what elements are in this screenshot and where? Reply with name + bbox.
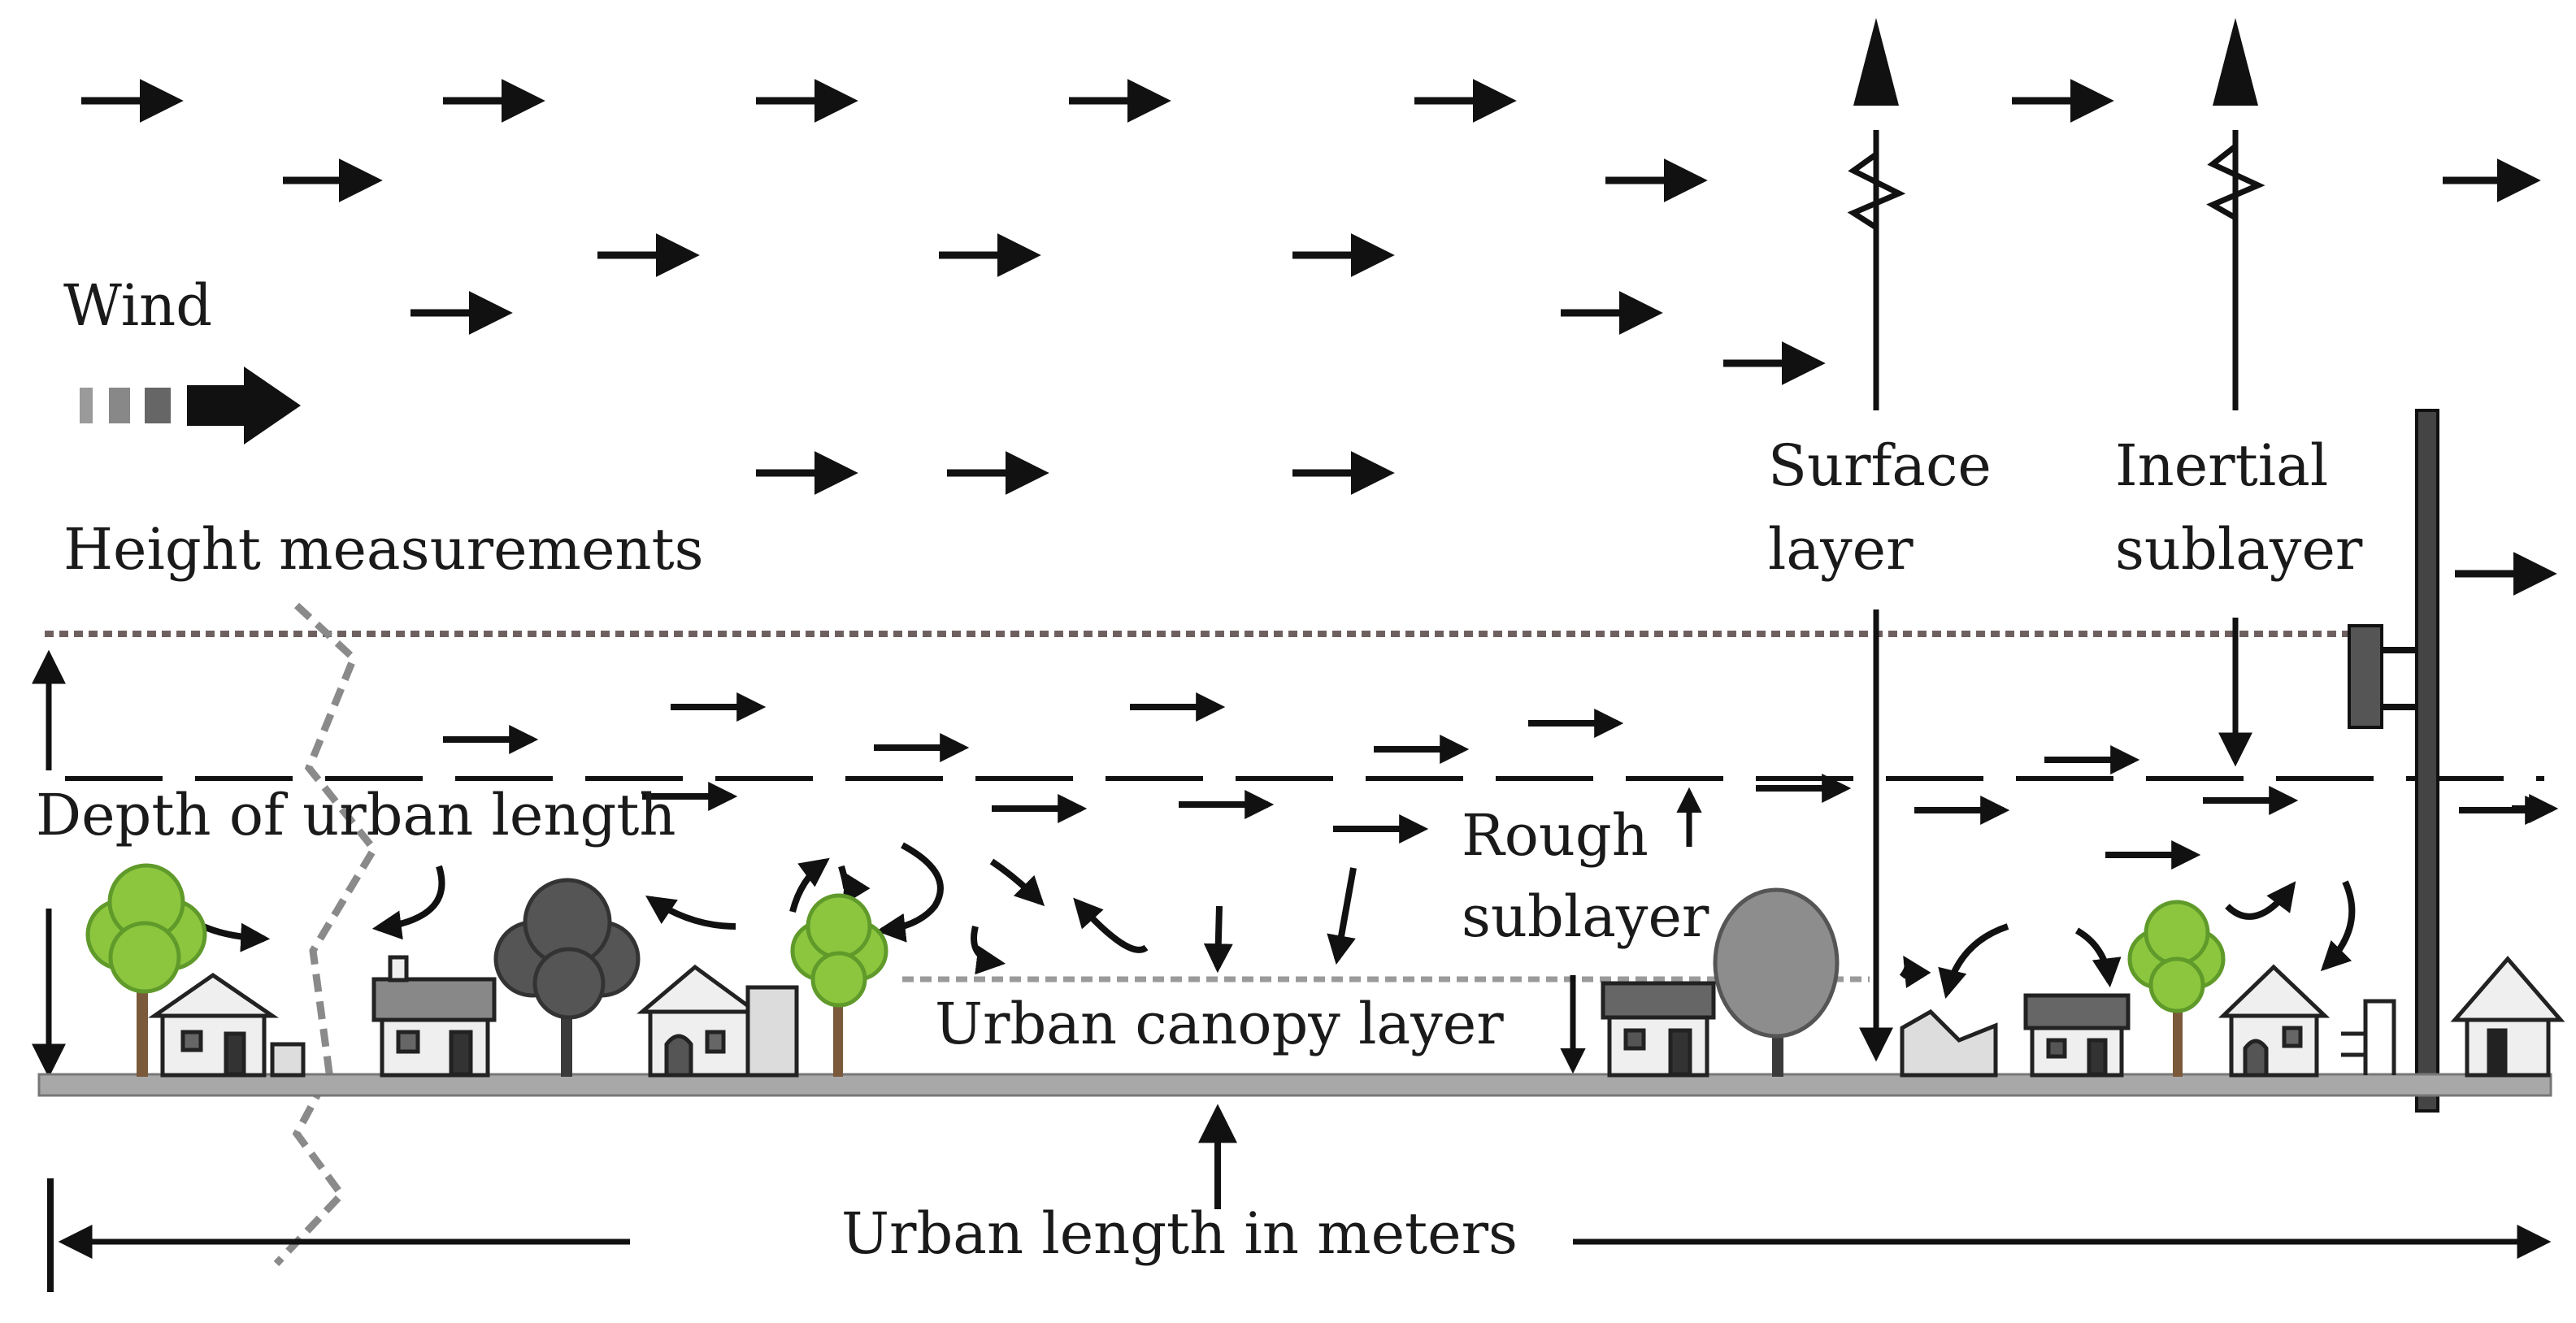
tree-icon — [85, 863, 207, 1077]
tree-icon — [1713, 887, 1840, 1077]
wind-label: Wind — [63, 272, 212, 339]
surface-layer-label-line2: layer — [1768, 516, 1914, 583]
depth-of-urban-length-label: Depth of urban length — [36, 782, 676, 848]
tower-icon — [2348, 409, 2439, 1113]
house-icon — [1900, 1009, 1998, 1078]
height-measurement-zigzag — [273, 602, 379, 1267]
house-icon — [2450, 956, 2565, 1078]
rough-sublayer-label-line1: Rough — [1462, 802, 1649, 869]
tree-icon — [493, 878, 641, 1077]
surface-layer-label-line1: Surface — [1768, 432, 1992, 499]
house-icon — [2218, 964, 2331, 1078]
house-icon — [1601, 981, 1716, 1078]
house-icon — [148, 972, 306, 1078]
surface-layer-arrow — [1847, 18, 1906, 1062]
tree-icon — [790, 893, 888, 1077]
anemometer-icon — [2341, 999, 2396, 1075]
house-icon — [2023, 993, 2131, 1078]
inertial-sublayer-label-line2: sublayer — [2115, 516, 2363, 583]
rough-sublayer-label-line2: sublayer — [1462, 883, 1709, 950]
canopy-eddies — [159, 842, 2356, 999]
house-icon — [371, 955, 497, 1078]
tree-icon — [2127, 900, 2226, 1077]
inertial-sublayer-arrow — [2206, 18, 2265, 767]
inertial-sublayer-label-line1: Inertial — [2115, 432, 2329, 499]
urban-length-label: Urban length in meters — [841, 1200, 1518, 1267]
upper-wind-arrows — [81, 79, 2557, 596]
house-icon — [636, 964, 799, 1078]
ground-surface — [37, 1073, 2552, 1097]
wind-icon — [80, 367, 301, 445]
lower-wind-arrows — [443, 692, 2559, 870]
height-measurements-label: Height measurements — [63, 516, 704, 583]
urban-canopy-layer-label: Urban canopy layer — [935, 991, 1504, 1057]
